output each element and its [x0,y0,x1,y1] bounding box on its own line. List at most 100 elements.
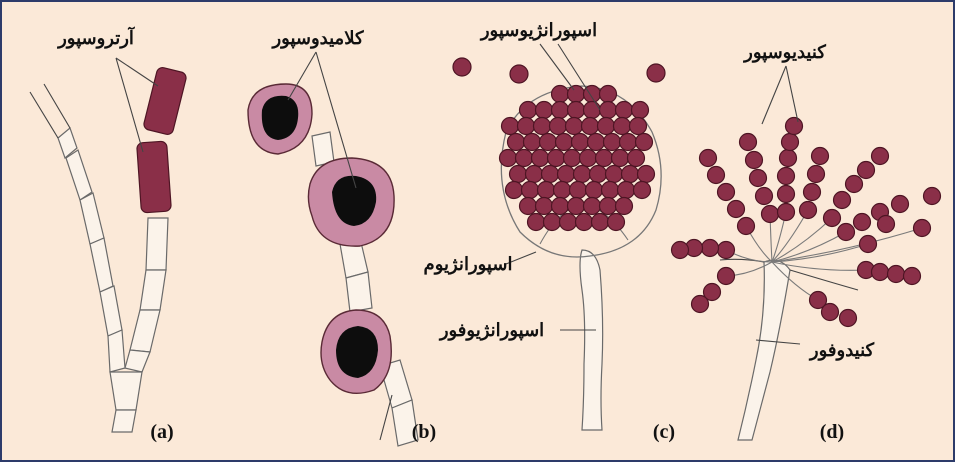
arthrospore-upper [143,66,188,135]
free-sporangiospore [647,64,665,82]
conidiospore [892,196,909,213]
sporangiospore [552,102,569,119]
conidiospore [838,224,855,241]
sporangiospore [584,102,601,119]
sporangiospore [630,118,647,135]
panel-b: کلامیدوسپور (b) [248,28,436,446]
sporangiospore [502,118,519,135]
sporangiospore [598,118,615,135]
sporangiospore [606,166,623,183]
conidiospore [808,166,825,183]
sporangiospore [574,166,591,183]
panel-d-letter: (d) [820,421,844,443]
sporangiospore [548,150,565,167]
sporangiospore [638,166,655,183]
sporangiospore [632,102,649,119]
sporangiospore [542,166,559,183]
conidiospore [708,167,725,184]
sporangiospore [532,150,549,167]
conidiospore [672,242,689,259]
sporangiospore [564,150,581,167]
conidiospore [872,264,889,281]
conidiospore-label: کنیدیوسپور [742,42,826,63]
sporangiospore [552,198,569,215]
sporangiospore [600,102,617,119]
sporangiospore [602,182,619,199]
sporangiospore [582,118,599,135]
sporangiospore [520,102,537,119]
conidiospore [762,206,779,223]
sporangiospore [560,214,577,231]
conidiospore [854,214,871,231]
conidiospore [860,236,877,253]
conidiospore [904,268,921,285]
panel-a-letter: (a) [150,421,173,443]
conidiospore [924,188,941,205]
sporangiospore [590,166,607,183]
conidiospore [718,184,735,201]
conidiospore [746,152,763,169]
sporangiospore-cluster [500,86,655,231]
conidiospore [740,134,757,151]
sporangiospore [568,102,585,119]
hypha-branching [30,84,168,432]
sporangiospore [568,86,585,103]
sporangiospore [526,166,543,183]
sporangiospore [510,166,527,183]
sporangiospore [500,150,517,167]
sporangiospore [522,182,539,199]
sporangiospore [556,134,573,151]
panel-d: کنیدیوسپور کنیدوفور (d) [672,42,941,443]
conidiospore [778,168,795,185]
conidiospore [756,188,773,205]
sporangiospore [554,182,571,199]
sporangiospore [516,150,533,167]
conidiospore [840,310,857,327]
conidiospore [778,204,795,221]
chlamydospore-3 [321,310,391,393]
conidiospore [750,170,767,187]
sporangiospore [580,150,597,167]
sporangiospore [604,134,621,151]
sporangiospore [508,134,525,151]
conidiospore [812,148,829,165]
sporangiospore [558,166,575,183]
sporangiospore [570,182,587,199]
sporangiospore [600,86,617,103]
sporangiospore [612,150,629,167]
sporangiospore [636,134,653,151]
conidiophore-label: کنیدوفور [808,340,875,361]
conidiospore [834,192,851,209]
conidiospore-group [672,118,941,327]
free-sporangiospore [453,58,471,76]
sporangiospore [552,86,569,103]
sporangiospore [538,182,555,199]
sporangiospore [592,214,609,231]
sporangiospore [616,102,633,119]
conidiospore [858,162,875,179]
conidiospore [738,218,755,235]
conidiospore [718,268,735,285]
sporangiospore [572,134,589,151]
sporangiospore [586,182,603,199]
conidiophore [738,260,790,440]
chlamydospore-label: کلامیدوسپور [270,28,363,49]
panel-b-letter: (b) [412,421,436,443]
chlamydospore-1 [248,84,312,154]
sporangiospore [618,182,635,199]
sporangiospore [622,166,639,183]
conidiospore [780,150,797,167]
sporangiospore [524,134,541,151]
conidiospore [786,118,803,135]
conidiospore [728,201,745,218]
conidiospore [846,176,863,193]
sporangiospore [536,198,553,215]
sporangiospore [584,198,601,215]
conidiospore [822,304,839,321]
arthrospore-label: آرتروسپور [56,26,136,49]
panel-c: اسپورانژیوسپور اسپورانژیوم اسپورانژیوفور… [424,20,676,443]
conidiospore [800,202,817,219]
conidiospore [888,266,905,283]
sporangiospore [518,118,535,135]
